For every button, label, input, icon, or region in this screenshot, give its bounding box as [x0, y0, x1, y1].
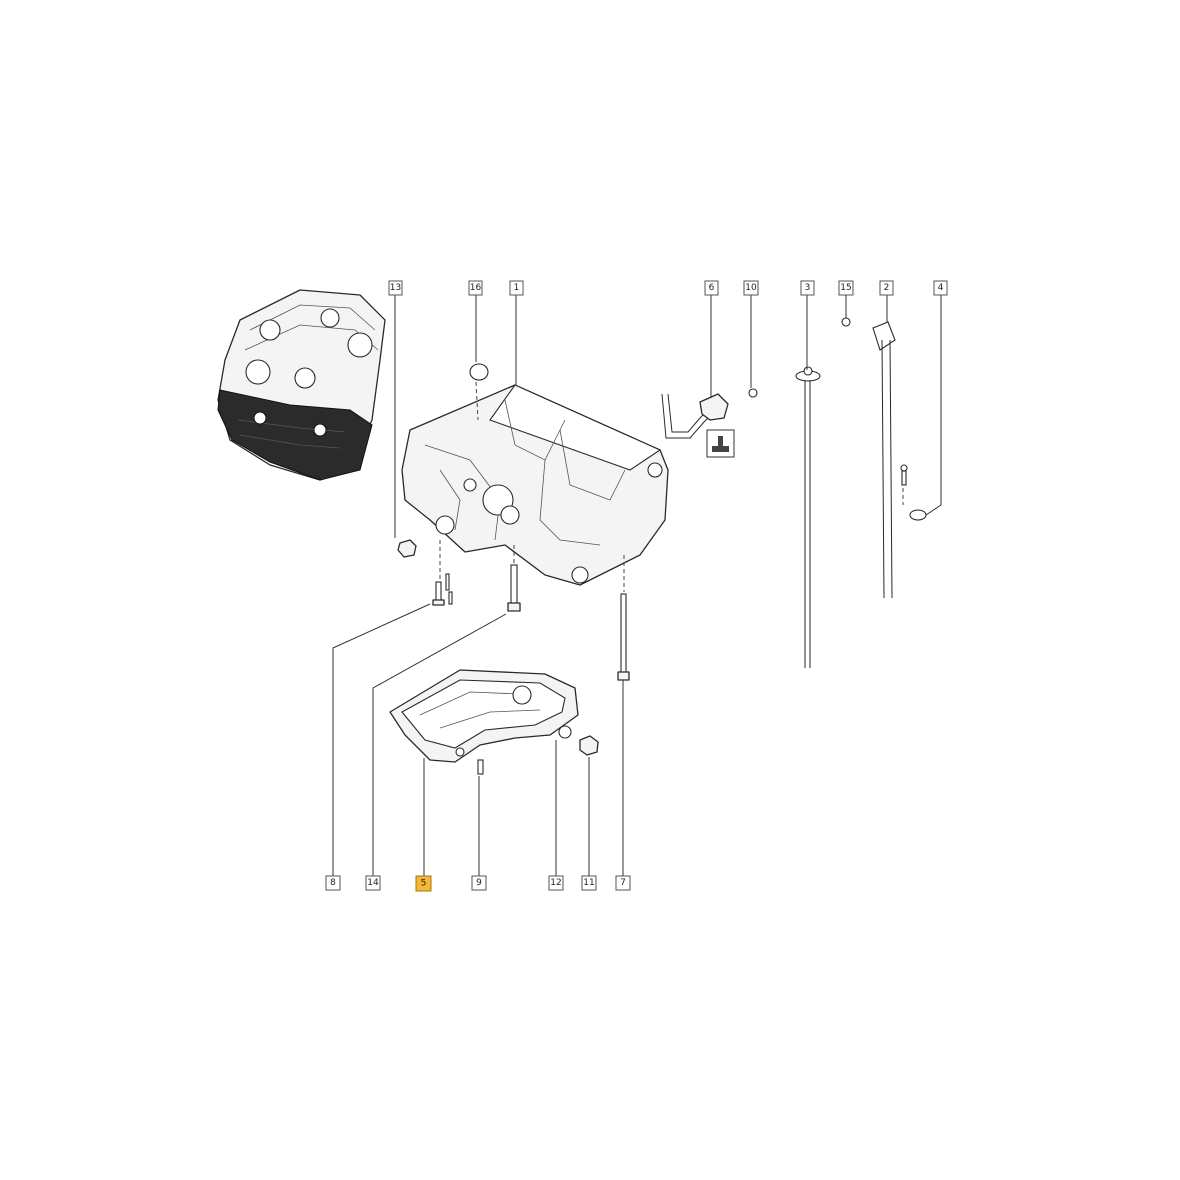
- callout-9[interactable]: 9: [471, 875, 487, 891]
- callout-box: [509, 280, 524, 296]
- callout-14[interactable]: 14: [365, 875, 381, 891]
- breather-hose-part: [661, 388, 758, 439]
- long-bolt-14: [507, 564, 521, 612]
- callout-number: 16: [470, 283, 482, 293]
- callout-4[interactable]: 4: [933, 280, 948, 296]
- callout-number: 15: [840, 283, 851, 293]
- bolt-assembly-8: [432, 573, 453, 606]
- callout-box: [325, 875, 341, 891]
- callout-2[interactable]: 2: [879, 280, 894, 296]
- callout-7[interactable]: 7: [615, 875, 631, 891]
- torque-spec-icon: [706, 429, 735, 458]
- callout-box: [471, 875, 487, 891]
- drain-washer-12: [558, 725, 572, 739]
- callout-box-highlighted: [415, 875, 432, 892]
- callout-number: 10: [745, 283, 757, 293]
- callout-10[interactable]: 10: [743, 280, 759, 296]
- callout-number: 8: [330, 878, 336, 888]
- callout-box: [615, 875, 631, 891]
- callout-15[interactable]: 15: [838, 280, 854, 296]
- callout-number: 12: [550, 878, 561, 888]
- callout-16[interactable]: 16: [468, 280, 483, 296]
- oil-sump-pan: [389, 669, 579, 763]
- engine-overview-illustration: [217, 289, 386, 481]
- callout-12[interactable]: 12: [548, 875, 564, 891]
- callout-box: [800, 280, 815, 296]
- drain-plug-11: [579, 735, 599, 756]
- callout-number: 2: [884, 283, 890, 293]
- callout-3[interactable]: 3: [800, 280, 815, 296]
- callout-number: 1: [514, 283, 520, 293]
- callout-box: [548, 875, 564, 891]
- callout-box: [743, 280, 759, 296]
- callout-number: 3: [805, 283, 811, 293]
- callout-box: [581, 875, 597, 891]
- dipstick-guide-tube-part: [841, 317, 927, 599]
- callout-box: [388, 280, 403, 296]
- callout-1[interactable]: 1: [509, 280, 524, 296]
- callout-box: [933, 280, 948, 296]
- callout-6[interactable]: 6: [704, 280, 719, 296]
- callout-5-selected[interactable]: 5: [415, 875, 432, 892]
- callout-11[interactable]: 11: [581, 875, 597, 891]
- callout-box: [468, 280, 483, 296]
- callout-number: 5: [421, 879, 427, 889]
- leader-lines: [332, 295, 942, 876]
- engine-block-casing: [401, 384, 669, 586]
- long-bolt-7: [617, 593, 630, 681]
- callout-13[interactable]: 13: [388, 280, 403, 296]
- callout-number: 11: [583, 878, 594, 888]
- callout-number: 6: [709, 283, 715, 293]
- callout-box: [704, 280, 719, 296]
- callout-number: 9: [476, 878, 482, 888]
- oil-dipstick-part: [795, 366, 821, 668]
- callout-number: 7: [620, 878, 626, 888]
- o-ring-part: [469, 363, 489, 381]
- callout-8[interactable]: 8: [325, 875, 341, 891]
- sump-bolt-9: [477, 759, 484, 775]
- callout-box: [365, 875, 381, 891]
- callout-box: [838, 280, 854, 296]
- plug-part: [397, 539, 417, 558]
- callout-box: [879, 280, 894, 296]
- callout-number: 13: [390, 283, 401, 293]
- callout-number: 4: [938, 283, 944, 293]
- callout-number: 14: [367, 878, 379, 888]
